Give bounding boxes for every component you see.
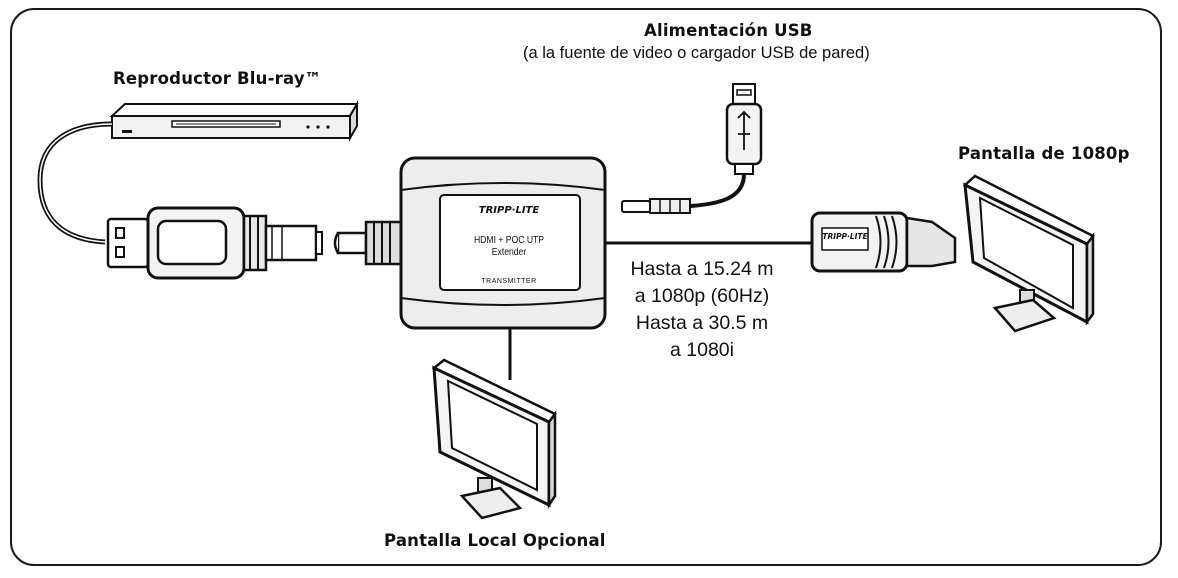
diagram-frame <box>10 8 1162 566</box>
transmitter-brand: TRIPP·LITE <box>478 205 540 216</box>
distance-line-3: Hasta a 30.5 m <box>635 312 769 334</box>
distance-note: Hasta a 15.24 m a 1080p (60Hz) Hasta a 3… <box>612 256 792 364</box>
transmitter-label: TRIPP·LITE HDMI + POC UTP Extender TRANS… <box>445 199 573 285</box>
local-monitor-icon <box>431 358 557 520</box>
receiver-dongle-icon <box>810 211 957 273</box>
receiver-brand: TRIPP·LITE <box>822 232 868 241</box>
usb-power-subtitle: (a la fuente de video o cargador USB de … <box>523 44 870 62</box>
display-1080p-label: Pantalla de 1080p <box>958 144 1130 163</box>
transmitter-input-cable <box>333 220 404 266</box>
local-display-label: Pantalla Local Opcional <box>384 531 606 550</box>
distance-line-1: Hasta a 15.24 m <box>630 258 774 280</box>
usb-cable-icon <box>621 83 763 214</box>
monitor-1080p-icon <box>962 174 1095 333</box>
transmitter-box <box>399 156 607 330</box>
transmitter-model: HDMI + POC UTP Extender <box>473 234 545 258</box>
usb-power-title: Alimentación USB <box>644 21 813 40</box>
distance-line-2: a 1080p (60Hz) <box>634 285 770 307</box>
player-cable <box>37 121 113 245</box>
distance-line-4: a 1080i <box>670 339 734 361</box>
bluray-player-icon <box>109 100 359 142</box>
player-label: Reproductor Blu-ray™ <box>113 69 322 88</box>
transmitter-role: TRANSMITTER <box>481 278 537 285</box>
hdmi-plug-icon <box>106 206 323 280</box>
